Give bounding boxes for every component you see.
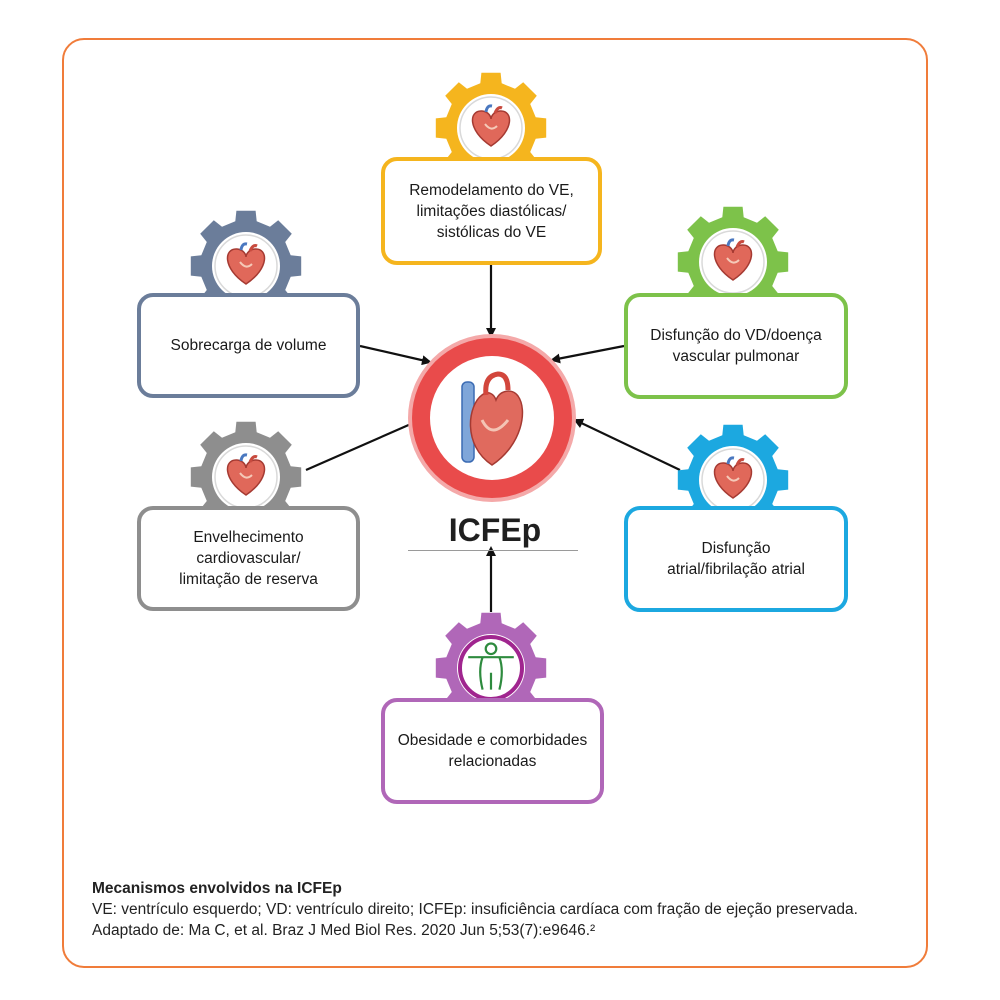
heart-icon <box>713 456 753 499</box>
heart-icon <box>471 104 511 147</box>
mechanism-box-atrial-dysfunction: Disfunção atrial/fibrilação atrial <box>624 506 848 612</box>
mechanism-box-remodeling: Remodelamento do VE, limitações diastóli… <box>381 157 602 265</box>
arrow-aging <box>305 418 422 472</box>
mechanism-box-rv-dysfunction: Disfunção do VD/doença vascular pulmonar <box>624 293 848 399</box>
mechanism-box-aging: Envelhecimento cardiovascular/ limitação… <box>137 506 360 611</box>
mechanism-box-volume-overload: Sobrecarga de volume <box>137 293 360 398</box>
figure-caption: Mecanismos envolvidos na ICFEp VE: ventr… <box>92 878 892 941</box>
arrow-rv <box>550 344 625 364</box>
center-label-underline <box>408 550 578 551</box>
mechanism-box-obesity: Obesidade e comorbidades relacionadas <box>381 698 604 804</box>
gear-icons <box>190 72 789 724</box>
arrow-atrial <box>573 418 681 471</box>
connector-arrows <box>305 265 681 612</box>
heart-anatomy-icon <box>461 371 524 466</box>
heart-icon <box>226 242 266 285</box>
center-label: ICFEp <box>448 512 542 548</box>
heart-icon <box>713 238 753 281</box>
figure-frame <box>62 38 928 968</box>
gear-obesity <box>435 612 547 724</box>
gear-rv <box>677 206 789 318</box>
caption-title: Mecanismos envolvidos na ICFEp <box>92 880 342 897</box>
center-node <box>408 334 576 502</box>
body-figure-icon <box>468 642 514 690</box>
gear-aging <box>190 421 302 533</box>
arrow-volume <box>359 344 432 366</box>
caption-text: VE: ventrículo esquerdo; VD: ventrículo … <box>92 901 858 939</box>
heart-icon <box>226 453 266 496</box>
